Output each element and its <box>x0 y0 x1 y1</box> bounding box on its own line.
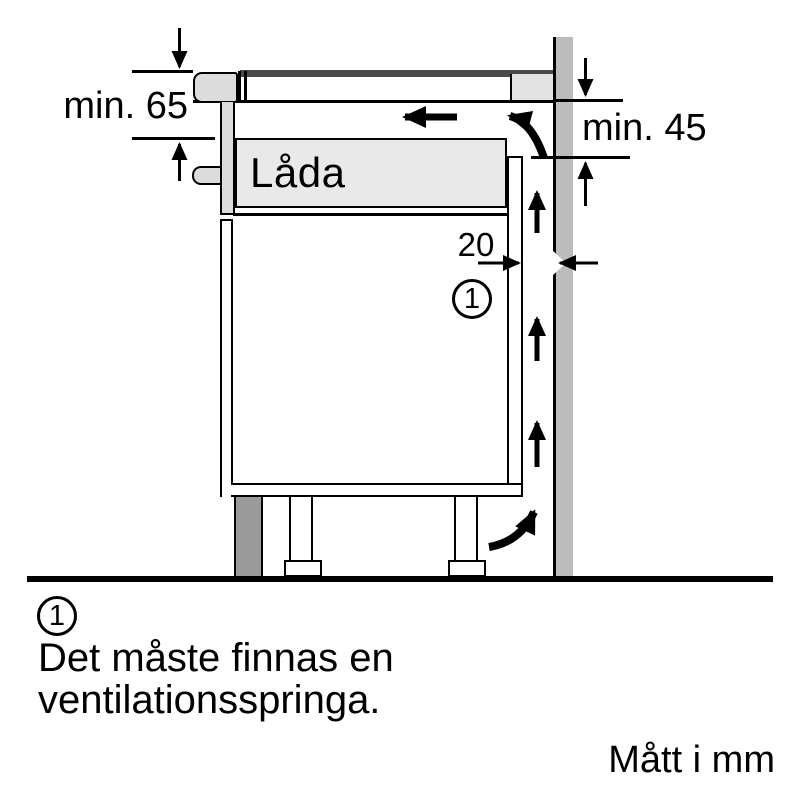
plinth-block <box>234 497 263 576</box>
drawer-box: Låda <box>235 138 507 208</box>
under-drawer-edge <box>233 213 507 216</box>
worktop-bottom-edge <box>193 100 553 103</box>
drawer-handle <box>192 166 223 185</box>
cabinet-front-panel <box>220 219 233 497</box>
footnote-line-1: Det måste finnas en <box>38 636 394 680</box>
worktop-section <box>510 74 553 103</box>
hob-front-trim <box>193 72 238 103</box>
footnote-text: Det måste finnas en ventilationsspringa. <box>38 637 394 721</box>
dim-label-min45: min. 45 <box>582 107 707 149</box>
cabinet-foot-front <box>284 560 322 577</box>
cabinet-foot-rear <box>448 560 486 577</box>
floor-line <box>27 576 773 582</box>
units-label: Mått i mm <box>608 739 775 781</box>
hob-glass-surface <box>240 70 510 77</box>
hob-endcap-line <box>244 71 247 101</box>
hob-glass-rear-edge <box>508 70 553 74</box>
hob-endcap-line <box>238 71 241 101</box>
wall-section <box>553 37 573 576</box>
dim-label-min65: min. 65 <box>63 85 188 127</box>
footnote-callout-marker: 1 <box>37 596 77 636</box>
drawer-label: Låda <box>250 149 346 196</box>
cabinet-bottom-panel <box>231 483 523 497</box>
footnote-line-2: ventilationsspringa. <box>38 678 381 722</box>
hob-body <box>238 77 510 101</box>
airflow-curve-bottom-arrow <box>488 509 538 551</box>
drawer-front-rail <box>220 102 235 215</box>
callout-1-marker: 1 <box>452 279 492 319</box>
cabinet-leg-front <box>289 497 313 561</box>
airflow-curve-top-arrow <box>507 110 548 160</box>
dim-label-gap-20: 20 <box>457 226 495 263</box>
cabinet-back-panel <box>507 156 523 483</box>
cabinet-leg-rear <box>454 497 478 561</box>
